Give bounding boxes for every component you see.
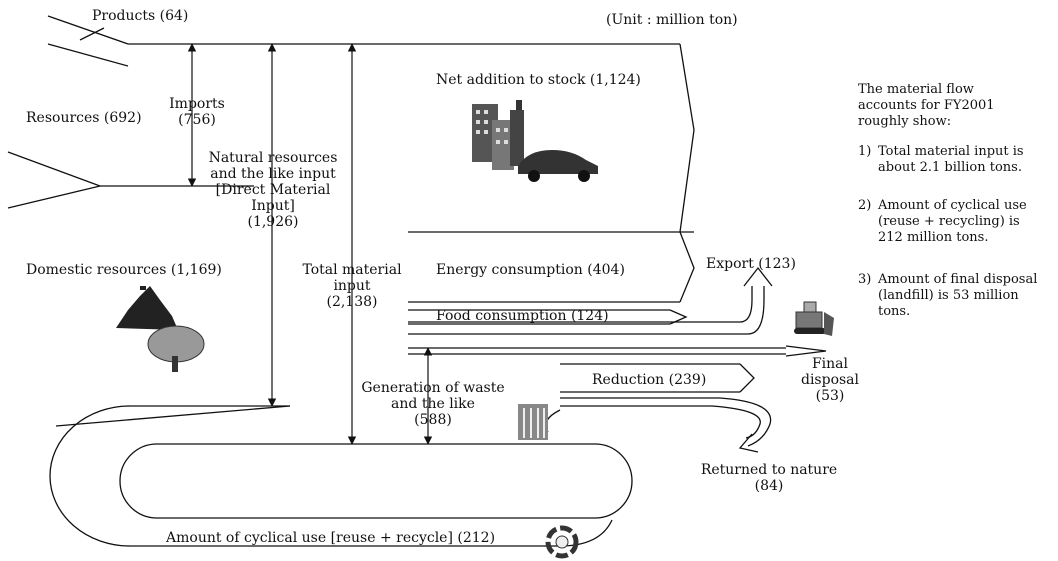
- resources-line-top: [7, 151, 101, 187]
- export-curve-outer: [408, 286, 753, 323]
- summary-item-3: 3) Amount of final disposal (landfill) i…: [858, 272, 1038, 319]
- car-icon: [518, 150, 598, 182]
- bulldozer-icon: [794, 301, 834, 336]
- reduction-label: Reduction (239): [592, 372, 707, 388]
- nature-curve-outer: [560, 397, 772, 447]
- export-label: Export (123): [706, 256, 796, 272]
- export-arrow-head: [743, 266, 773, 287]
- products-label: Products (64): [92, 8, 189, 24]
- recycle-icon: [545, 525, 579, 559]
- nature-label: Returned to nature (84): [700, 462, 838, 494]
- tree-icon: [147, 325, 205, 372]
- ore-pile-icon: [116, 286, 178, 330]
- cycle-loop-inner: [119, 443, 633, 519]
- imports-label: Imports (756): [169, 96, 225, 128]
- resources-label: Resources (692): [26, 110, 142, 126]
- products-pointer: [79, 27, 105, 41]
- buildings-icon: [472, 100, 524, 170]
- natural-input-label: Natural resources and the like input [Di…: [208, 150, 338, 230]
- domestic-label: Domestic resources (1,169): [26, 262, 222, 278]
- cyclical-label: Amount of cyclical use [reuse + recycle]…: [166, 530, 496, 546]
- resources-line-bottom: [7, 185, 101, 209]
- stock-label: Net addition to stock (1,124): [436, 72, 641, 88]
- food-label: Food consumption (124): [436, 308, 609, 324]
- waste-label: Generation of waste and the like (588): [361, 380, 505, 428]
- summary-item-1: 1) Total material input is about 2.1 bil…: [858, 144, 1024, 175]
- final-disposal-arrow: [785, 345, 827, 357]
- summary-intro: The material flow accounts for FY2001 ro…: [858, 82, 995, 129]
- total-input-label: Total material input (2,138): [302, 262, 402, 310]
- final-disposal-label: Final disposal (53): [800, 356, 860, 404]
- summary-item-2: 2) Amount of cyclical use (reuse + recyc…: [858, 198, 1027, 245]
- nature-arrow-head: [738, 433, 759, 453]
- products-line-top: [47, 15, 129, 45]
- unit-label: (Unit : million ton): [606, 12, 738, 28]
- energy-label: Energy consumption (404): [436, 262, 625, 278]
- reduction-arrow-head: [739, 363, 755, 393]
- energy-arrow-edge: [679, 231, 695, 303]
- outflow-line-left: [55, 405, 291, 427]
- stock-arrow-edge: [679, 43, 695, 233]
- waste-bin-icon: [518, 404, 548, 440]
- export-curve-inner: [408, 286, 765, 335]
- products-line-bottom: [47, 43, 129, 67]
